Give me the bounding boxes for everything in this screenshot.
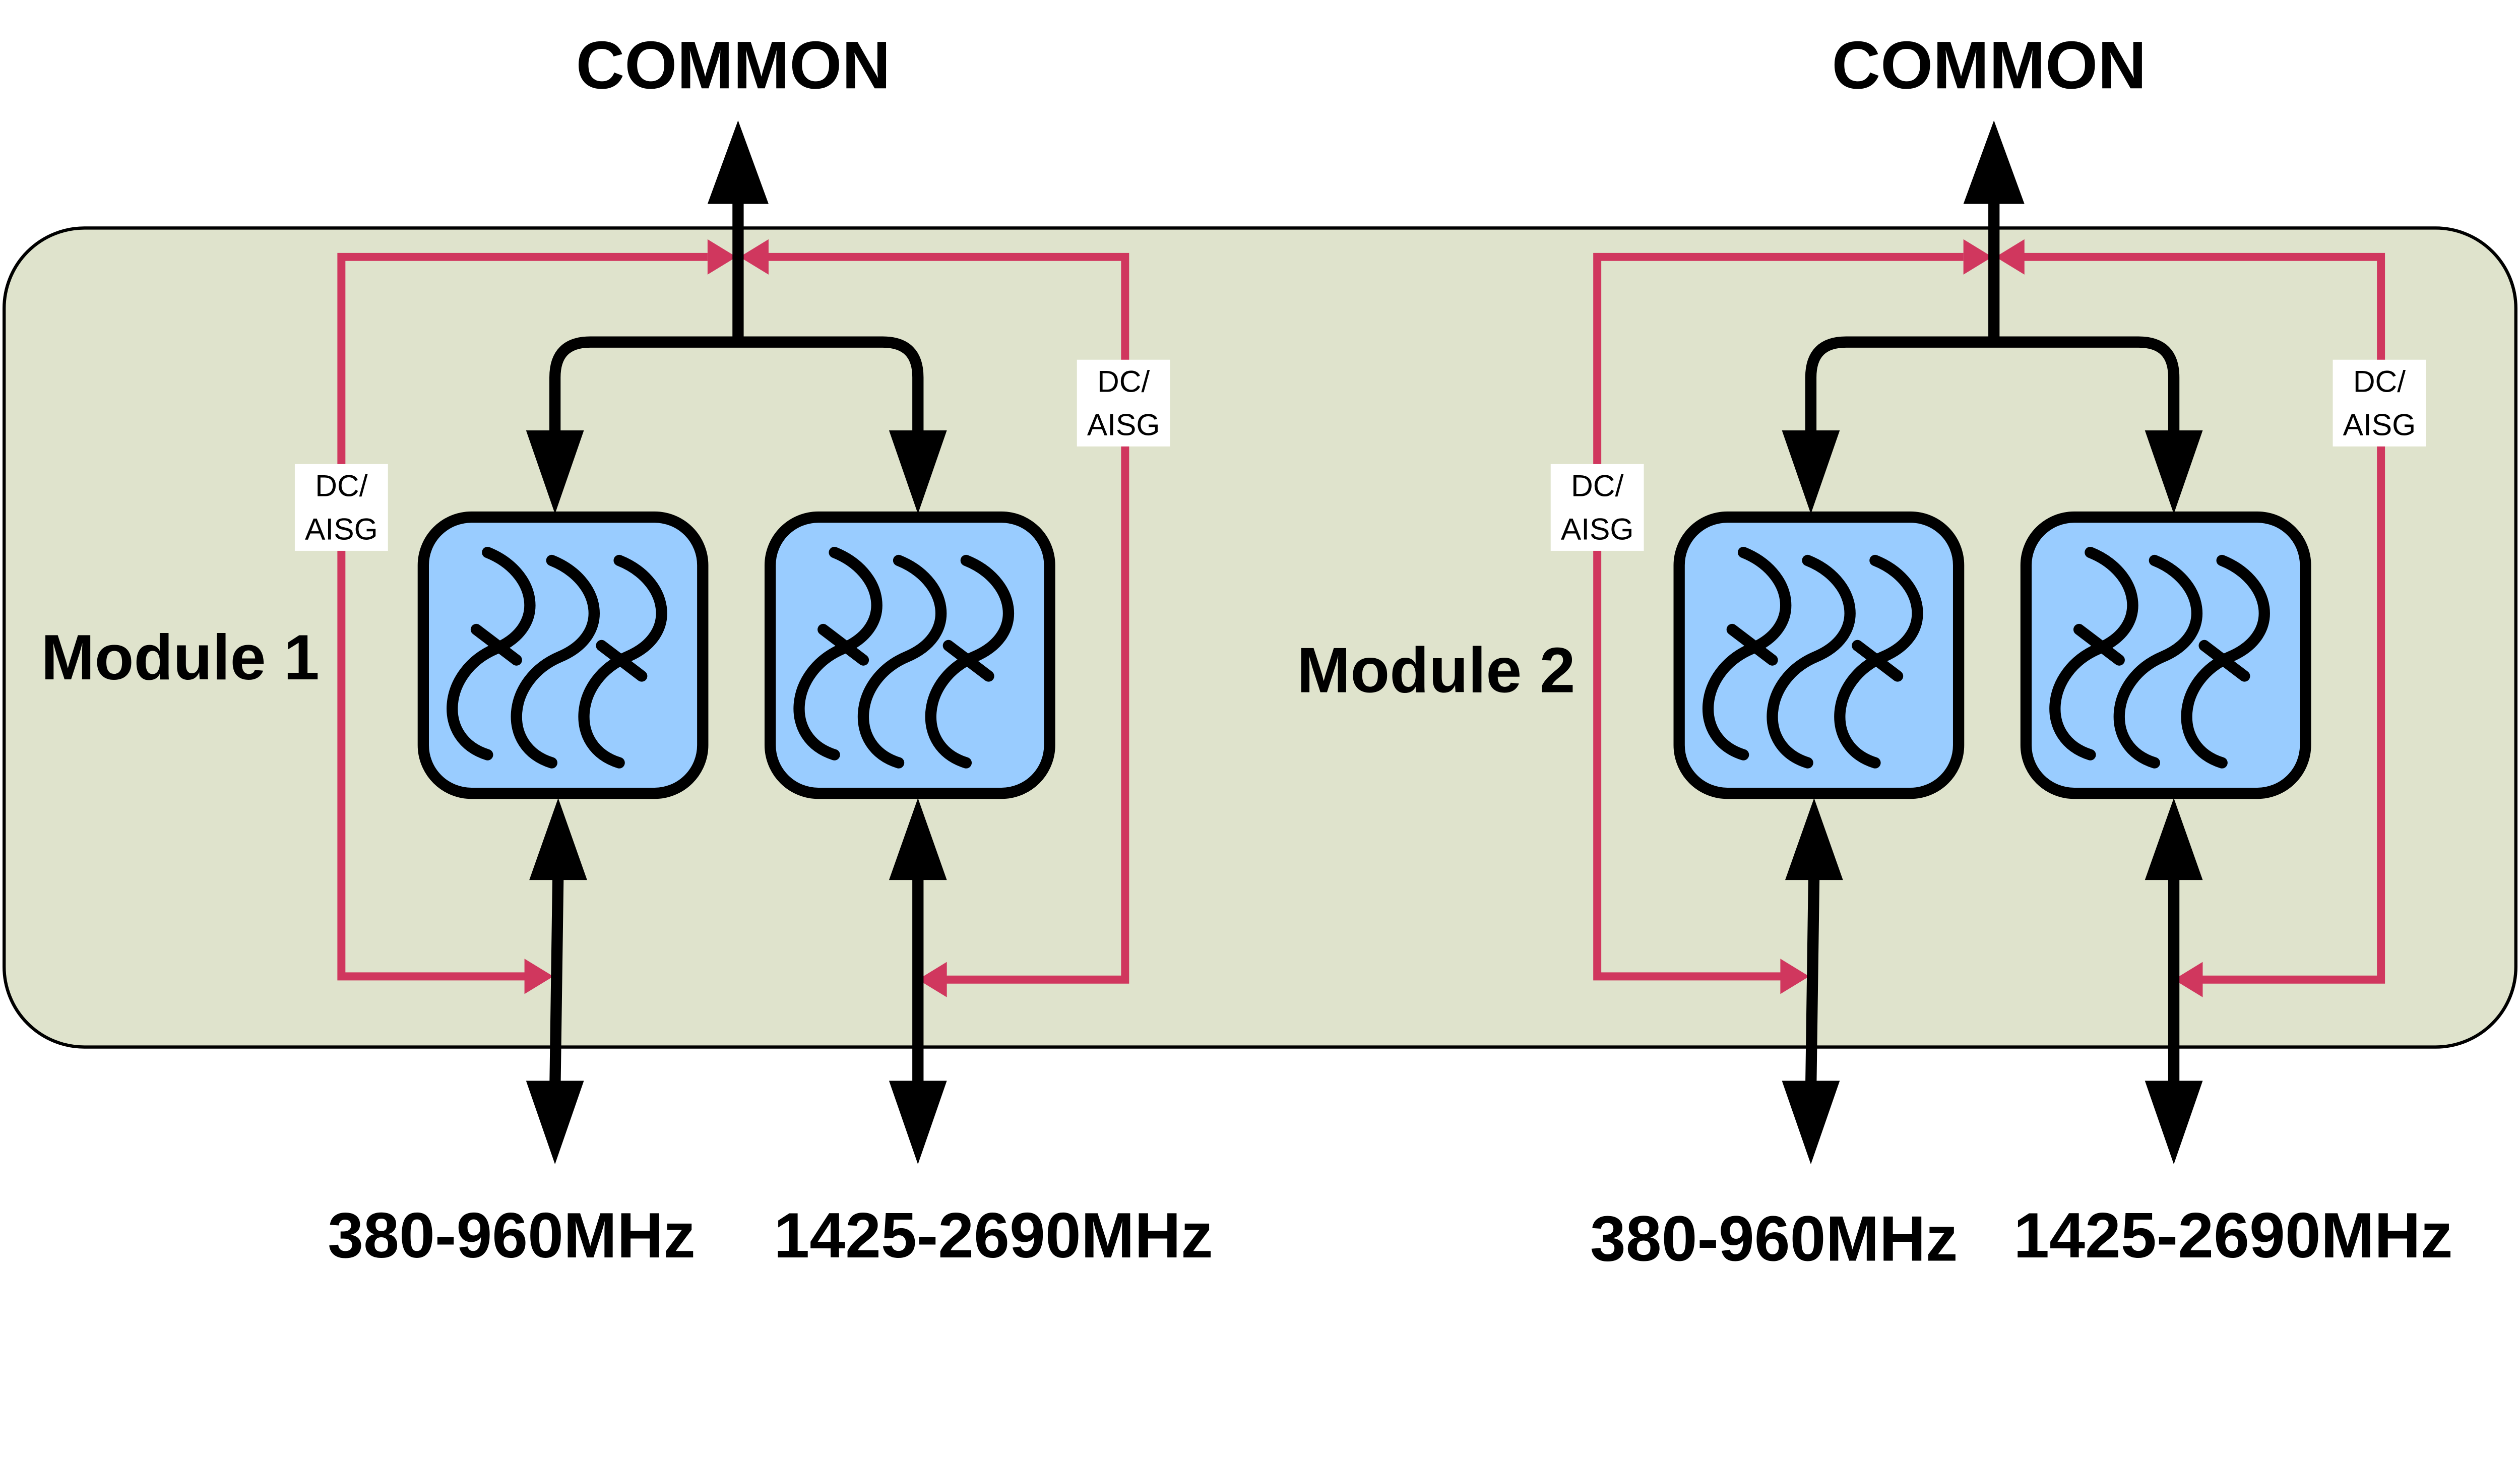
dc-label-bg [294, 464, 388, 551]
common-port-label: COMMON [576, 28, 891, 103]
high-band-label: 1425-2690MHz [2013, 1200, 2452, 1272]
module-label: Module 1 [41, 622, 319, 693]
dc-label-left-1: DC/ [315, 469, 367, 503]
bandpass-filter-icon [2026, 517, 2305, 793]
low-band-label: 380-960MHz [1590, 1203, 1958, 1275]
dc-label-left-1: DC/ [1571, 469, 1623, 503]
dc-label-bg [2333, 359, 2426, 447]
bandpass-filter-icon [1679, 517, 1959, 793]
module-1: DC/ AISG DC/ AISG COMMON Module 1 380-96… [41, 28, 1213, 1272]
dc-label-left-2: AISG [305, 512, 378, 546]
dc-label-left-2: AISG [1561, 512, 1634, 546]
common-port-label: COMMON [1832, 28, 2146, 103]
dc-label-bg [1550, 464, 1644, 551]
bandpass-filter-icon [770, 517, 1049, 793]
low-band-label: 380-960MHz [328, 1200, 696, 1272]
high-band-label: 1425-2690MHz [774, 1200, 1213, 1272]
dc-label-right-2: AISG [2343, 408, 2416, 442]
dc-label-right-2: AISG [1087, 408, 1160, 442]
module-panel [3, 226, 2517, 1049]
dc-label-bg [1077, 359, 1170, 447]
dc-label-right-1: DC/ [1097, 364, 1150, 398]
bandpass-filter-icon [423, 517, 703, 793]
dc-label-right-1: DC/ [2353, 364, 2406, 398]
diplexer-diagram: DC/ AISG DC/ AISG COMMON Module 1 380-96… [3, 28, 2517, 1275]
module-2: DC/ AISG DC/ AISG COMMON Module 2 380-96… [1297, 28, 2452, 1275]
module-label: Module 2 [1297, 635, 1575, 706]
